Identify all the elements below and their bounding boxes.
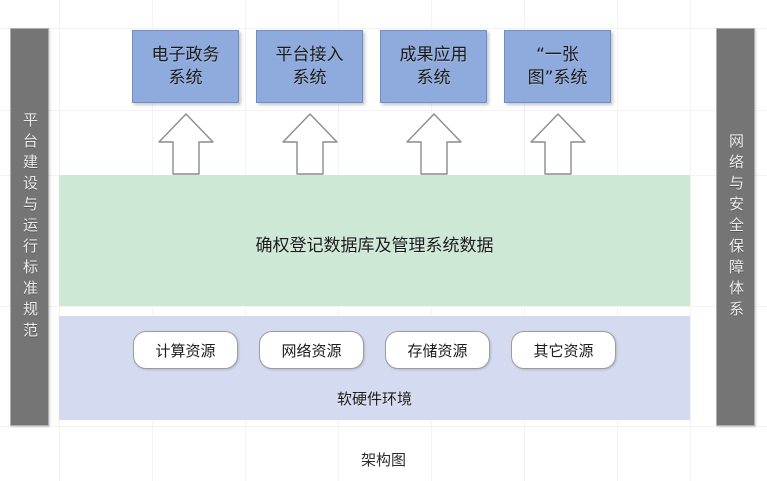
app-box-label: “一张图”系统 bbox=[527, 45, 588, 88]
resource-pill-storage[interactable]: 存储资源 bbox=[385, 331, 490, 369]
pillar-left-label: 平台建设与运行标准规范 bbox=[21, 111, 39, 343]
data-layer-band: 确权登记数据库及管理系统数据 bbox=[59, 175, 690, 306]
resource-pill-other[interactable]: 其它资源 bbox=[511, 331, 616, 369]
resource-pill-label: 网络资源 bbox=[281, 341, 342, 360]
app-box-label: 电子政务系统 bbox=[151, 45, 220, 88]
resource-pill-label: 存储资源 bbox=[407, 341, 468, 360]
grid-line bbox=[0, 426, 767, 427]
figure-caption: 架构图 bbox=[360, 451, 406, 469]
up-arrow-icon-3 bbox=[405, 112, 463, 176]
app-box-results-application[interactable]: 成果应用系统 bbox=[380, 30, 487, 103]
app-box-label: 平台接入系统 bbox=[275, 45, 344, 88]
pillar-right-label: 网络与安全保障体系 bbox=[727, 132, 745, 322]
grid-line bbox=[0, 306, 767, 307]
app-box-one-map[interactable]: “一张图”系统 bbox=[504, 30, 611, 103]
data-layer-title: 确权登记数据库及管理系统数据 bbox=[255, 236, 494, 256]
pillar-security-right: 网络与安全保障体系 bbox=[716, 28, 755, 426]
app-box-label: 成果应用系统 bbox=[399, 45, 468, 88]
resource-pill-row: 计算资源 网络资源 存储资源 其它资源 bbox=[133, 331, 616, 369]
resource-pill-label: 其它资源 bbox=[533, 341, 594, 360]
app-box-platform-access[interactable]: 平台接入系统 bbox=[256, 30, 363, 103]
grid-line bbox=[0, 110, 767, 111]
up-arrow-icon-4 bbox=[529, 112, 587, 176]
app-box-e-government[interactable]: 电子政务系统 bbox=[132, 30, 239, 103]
up-arrow-icon-1 bbox=[157, 112, 215, 176]
grid-line bbox=[0, 28, 767, 29]
pillar-standards-left: 平台建设与运行标准规范 bbox=[10, 28, 49, 426]
up-arrow-icon-2 bbox=[281, 112, 339, 176]
infrastructure-layer-band: 计算资源 网络资源 存储资源 其它资源 软硬件环境 bbox=[59, 316, 690, 420]
resource-pill-network[interactable]: 网络资源 bbox=[259, 331, 364, 369]
infrastructure-layer-title: 软硬件环境 bbox=[336, 390, 412, 408]
resource-pill-label: 计算资源 bbox=[155, 341, 216, 360]
resource-pill-compute[interactable]: 计算资源 bbox=[133, 331, 238, 369]
grid-line bbox=[690, 0, 691, 481]
